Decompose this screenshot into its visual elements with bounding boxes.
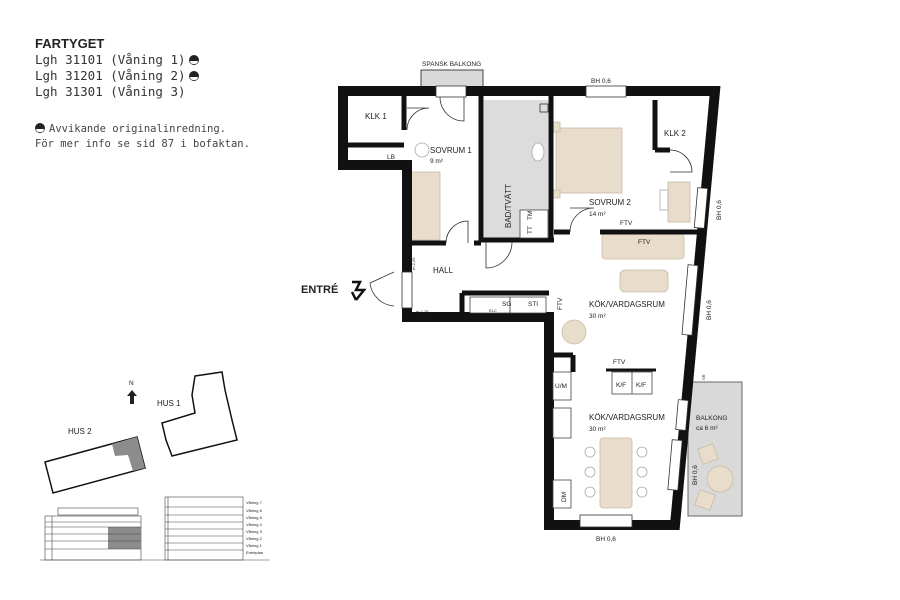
label-tm: TM xyxy=(527,211,534,220)
walls xyxy=(338,86,721,530)
room-label-kok2: KÖK/VARDAGSRUM xyxy=(589,413,665,422)
doors xyxy=(369,96,693,307)
windows xyxy=(401,85,709,528)
furniture xyxy=(409,121,734,511)
room-label-klk1: KLK 1 xyxy=(365,112,387,121)
ceiling-height-label: rh 2,25 xyxy=(416,309,429,314)
floor-label: Våning 5 xyxy=(246,515,263,520)
project-title: FARTYGET xyxy=(35,36,105,51)
highlighted-apartment xyxy=(112,437,145,471)
building-label-hus1: HUS 1 xyxy=(157,399,181,408)
parapet-height-label: BH 0,6 xyxy=(716,200,723,220)
floor-label: Våning 4 xyxy=(246,522,263,527)
room-area-balkong: ca 6 m² xyxy=(696,425,719,432)
entrance-label: ENTRÉ xyxy=(301,283,338,296)
half-filled-circle-icon xyxy=(35,123,45,133)
label-sr: SR xyxy=(701,374,706,380)
parapet-height-label: BH 0,6 xyxy=(591,78,611,85)
parapet-height-label: BH 0,6 xyxy=(596,536,616,543)
north-label: N xyxy=(129,380,134,387)
spanish-balcony xyxy=(420,69,484,88)
ceiling-height-label: rh 2,25 xyxy=(411,257,416,270)
label-dm: DM xyxy=(561,492,568,502)
room-label-sovrum2: SOVRUM 2 xyxy=(589,198,631,207)
north-arrow-icon xyxy=(127,390,137,404)
ftv-label: FTV xyxy=(613,359,626,366)
ftv-label: FTV xyxy=(557,297,564,310)
floor-label: Våning 7 xyxy=(246,500,263,505)
room-area-sovrum2: 14 m² xyxy=(589,211,606,218)
room-label-hall: HALL xyxy=(433,266,454,275)
interior-walls xyxy=(343,96,698,372)
parapet-height-label: BH 0,6 xyxy=(692,465,699,485)
label-sti: STI xyxy=(528,301,538,308)
site-locator: N HUS 1 HUS 2 Våning 7 Våning 6 Våning 5… xyxy=(40,371,270,561)
half-filled-circle-icon xyxy=(188,71,199,81)
room-label-klk2: KLK 2 xyxy=(664,129,686,138)
ftv-label: FTV xyxy=(638,239,651,246)
label-tt: TT xyxy=(527,226,534,234)
label-kf: K/F xyxy=(636,382,646,389)
apartment-line: Lgh 31201 (Våning 2) xyxy=(35,68,199,84)
apartment-line: Lgh 31101 (Våning 1) xyxy=(35,52,199,68)
kitchen-cabinets xyxy=(469,209,653,509)
label-um: U/M xyxy=(555,383,567,390)
legend-note: Avvikande originalinredning. För mer inf… xyxy=(35,123,250,150)
ftv-label: FTV xyxy=(620,220,633,227)
floor-label: Våning 2 xyxy=(246,536,263,541)
room-label-balkong: BALKONG xyxy=(696,415,727,422)
half-filled-circle-icon xyxy=(188,55,199,65)
floor-label: Entréplan xyxy=(246,550,263,555)
label-elc: ELC xyxy=(489,308,497,313)
apartment-header: FARTYGET Lgh 31101 (Våning 1) Lgh 31201 … xyxy=(35,36,199,100)
room-area-kok2: 30 m² xyxy=(589,426,606,433)
floor-label: Våning 3 xyxy=(246,529,263,534)
apartment-line: Lgh 31301 (Våning 3) xyxy=(35,84,186,99)
spanish-balcony-label: SPANSK BALKONG xyxy=(422,61,481,68)
chairs xyxy=(414,142,669,498)
room-area-sovrum1: 9 m² xyxy=(430,158,444,165)
parapet-height-label: BH 0,6 xyxy=(706,300,713,320)
building-label-hus2: HUS 2 xyxy=(68,427,92,436)
room-label-kok1: KÖK/VARDAGSRUM xyxy=(589,300,665,309)
entrance-arrow-icon xyxy=(350,280,367,301)
room-label-sovrum1: SOVRUM 1 xyxy=(430,146,472,155)
floor-label: Våning 6 xyxy=(246,508,263,513)
room-label-bad: BAD/TVÄTT xyxy=(504,184,513,228)
room-label-lb: LB xyxy=(387,154,395,161)
label-kf: K/F xyxy=(616,382,626,389)
label-sg: SG xyxy=(502,301,511,308)
room-area-kok1: 30 m² xyxy=(589,313,606,320)
note-line: För mer info se sid 87 i bofaktan. xyxy=(35,138,250,150)
floor-label: Våning 1 xyxy=(246,543,263,548)
